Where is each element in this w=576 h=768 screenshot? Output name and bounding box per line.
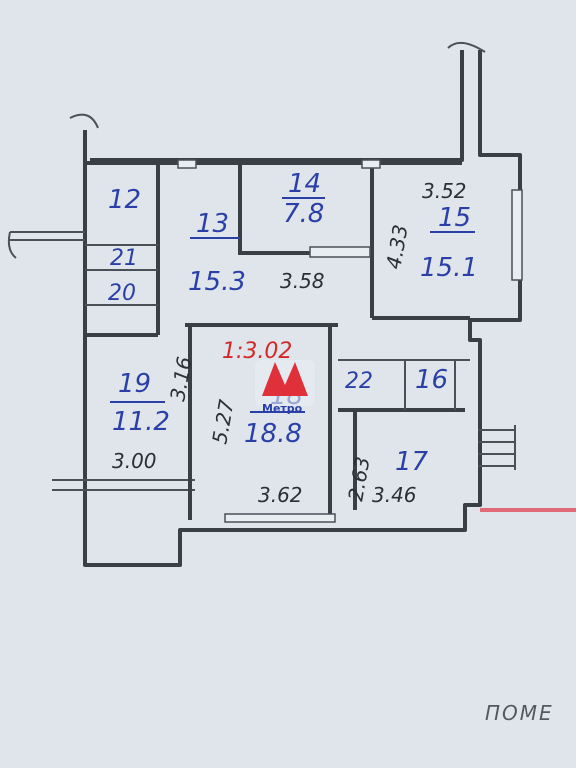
dimension-label: 3.46 bbox=[372, 483, 417, 507]
metro-logo: Метро bbox=[255, 360, 315, 415]
windows bbox=[177, 159, 523, 523]
window-mark bbox=[361, 159, 381, 169]
room-area-19: 11.2 bbox=[112, 407, 170, 437]
dimension-label-red: 1:3.02 bbox=[222, 339, 292, 364]
room-number-19: 19 bbox=[118, 369, 151, 399]
inner-walls bbox=[85, 163, 470, 520]
footer-text: ПОМЕ bbox=[485, 701, 554, 725]
window-mark bbox=[177, 159, 197, 169]
dimension-label: 3.52 bbox=[422, 179, 467, 203]
room-area-14-top: 7.8 bbox=[283, 199, 324, 229]
room-number-20: 20 bbox=[108, 281, 136, 306]
m-logo-icon bbox=[262, 362, 308, 396]
room-number-17: 17 bbox=[395, 447, 429, 477]
room-area-13: 15.3 bbox=[188, 267, 246, 297]
dimension-label: 3.62 bbox=[258, 483, 303, 507]
window-mark bbox=[309, 246, 371, 258]
window-mark bbox=[511, 189, 523, 281]
room-number-14-top: 14 bbox=[288, 169, 321, 199]
red-edge-line bbox=[480, 508, 576, 512]
room-number-16: 16 bbox=[415, 365, 448, 395]
room-number-22: 22 bbox=[345, 369, 373, 394]
room-area-15: 15.1 bbox=[420, 253, 478, 283]
room-number-12: 12 bbox=[108, 185, 141, 215]
room-number-21: 21 bbox=[110, 246, 138, 271]
stairs bbox=[478, 425, 516, 470]
window-mark bbox=[224, 513, 336, 523]
room-area-18: 18.8 bbox=[244, 419, 302, 449]
room-number-15: 15 bbox=[438, 203, 471, 233]
dimension-label: 3.00 bbox=[112, 449, 157, 473]
room-number-13: 13 bbox=[196, 209, 229, 239]
dimension-label: 3.58 bbox=[280, 269, 325, 293]
outer-walls bbox=[7, 41, 522, 567]
logo-text: Метро bbox=[262, 402, 303, 415]
